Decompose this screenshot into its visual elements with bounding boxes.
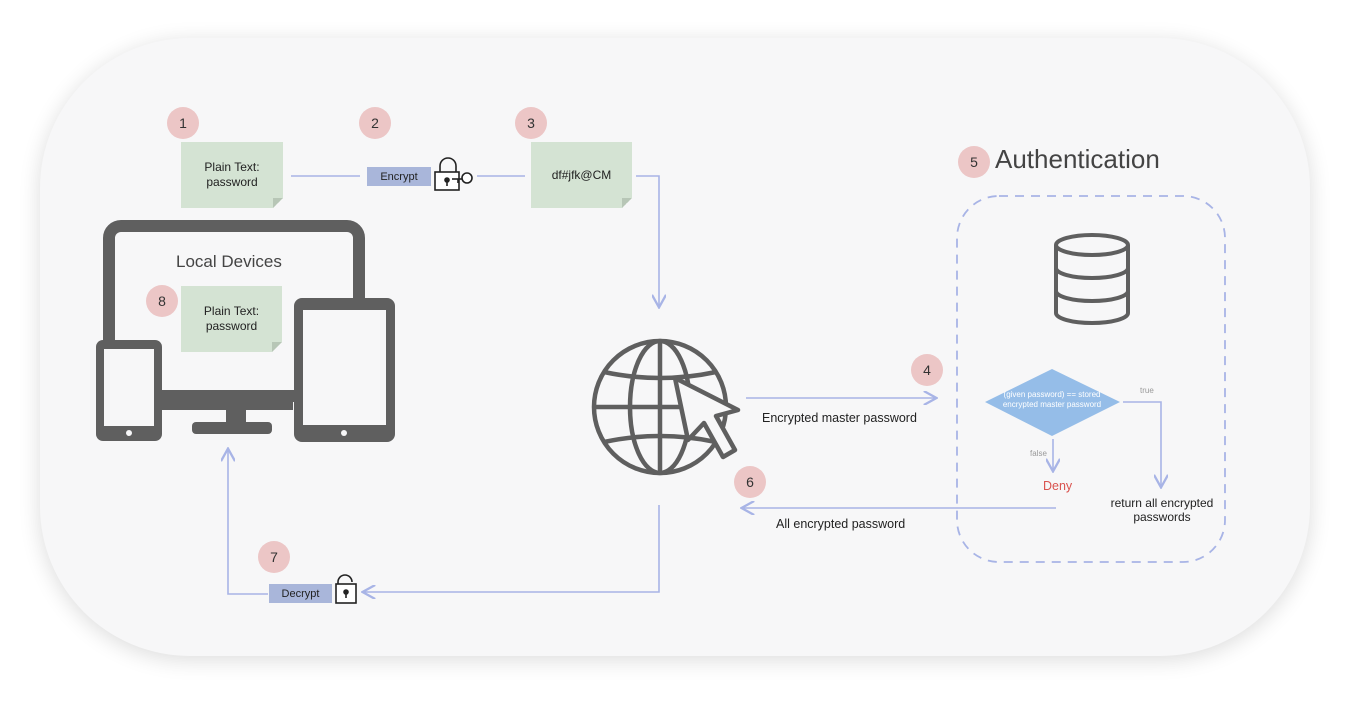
connector-lines [228, 175, 1161, 595]
decision-text: (given password) == stored encrypted mas… [1002, 390, 1102, 409]
phone-button [126, 430, 132, 436]
step-badge-3: 3 [515, 107, 547, 139]
database-icon [1054, 233, 1130, 325]
note-fold [622, 198, 632, 208]
note-fold [272, 342, 282, 352]
arrow-globe-to-decrypt [364, 505, 660, 592]
step-badge-1: 1 [167, 107, 199, 139]
devices-icon [96, 220, 395, 442]
encrypt-tag: Encrypt [367, 167, 431, 186]
false-label: false [1030, 449, 1047, 458]
ciphertext-note: df#jfk@CM [531, 142, 632, 208]
authentication-boundary [956, 195, 1226, 563]
globe-cursor-icon [591, 338, 741, 476]
decision-diamond [985, 369, 1120, 436]
tablet-button [341, 430, 347, 436]
true-label: true [1140, 386, 1154, 395]
arrow-decrypt-to-devices [228, 450, 268, 595]
step-badge-4: 4 [911, 354, 943, 386]
encrypted-master-label: Encrypted master password [762, 411, 917, 425]
all-encrypted-label: All encrypted password [776, 517, 906, 531]
authentication-title: Authentication [995, 144, 1160, 174]
monitor-stand [192, 422, 272, 434]
plain-text-note: Plain Text: password [181, 142, 283, 208]
unlock-icon [335, 574, 357, 604]
monitor-neck [226, 408, 246, 424]
device-plain-text-label: Plain Text: [203, 304, 260, 318]
deny-label: Deny [1043, 479, 1073, 493]
arrow-true-branch [1123, 401, 1161, 486]
plain-text-label: Plain Text: [204, 160, 260, 174]
step-badge-7: 7 [258, 541, 290, 573]
step-badge-6: 6 [734, 466, 766, 498]
decrypt-tag: Decrypt [269, 584, 332, 603]
local-devices-title: Local Devices [176, 252, 282, 271]
step-badge-2: 2 [359, 107, 391, 139]
phone-screen [104, 349, 154, 426]
device-plain-text-note: Plain Text: password [181, 286, 282, 352]
device-plain-text-value: password [205, 319, 258, 333]
step-badge-5: 5 [958, 146, 990, 178]
step-badge-8: 8 [146, 285, 178, 317]
lock-key-icon [434, 157, 473, 191]
note-fold [273, 198, 283, 208]
arrow-cipher-to-globe [636, 175, 659, 306]
plain-text-value: password [206, 175, 258, 189]
ciphertext-value: df#jfk@CM [551, 167, 612, 182]
return-passwords-label: return all encrypted passwords [1110, 496, 1214, 524]
tablet-screen [303, 310, 386, 425]
